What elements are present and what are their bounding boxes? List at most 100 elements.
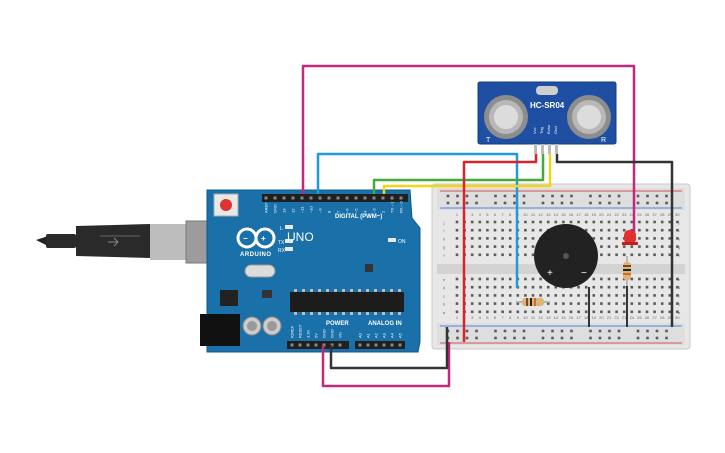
bb-hole[interactable] <box>615 245 618 248</box>
bb-hole[interactable] <box>668 220 672 224</box>
bb-hole[interactable] <box>668 294 672 297</box>
bb-rail-hole[interactable] <box>617 201 621 205</box>
bb-hole[interactable] <box>478 237 482 240</box>
bb-hole[interactable] <box>539 285 542 289</box>
bb-rail-hole[interactable] <box>570 201 573 205</box>
bb-hole[interactable] <box>478 285 482 289</box>
digital-pin[interactable] <box>300 196 304 200</box>
digital-pin[interactable] <box>309 196 313 200</box>
bb-hole[interactable] <box>653 302 656 305</box>
bb-hole[interactable] <box>600 237 603 240</box>
bb-hole[interactable] <box>645 277 649 281</box>
bb-hole[interactable] <box>478 228 482 232</box>
bb-rail-hole[interactable] <box>560 201 564 205</box>
bb-rail-hole[interactable] <box>541 201 545 205</box>
bb-hole[interactable] <box>676 237 679 240</box>
wire-yellow-buzzer[interactable] <box>382 154 552 194</box>
bb-hole[interactable] <box>676 253 679 257</box>
bb-hole[interactable] <box>660 245 664 248</box>
bb-hole[interactable] <box>554 285 558 289</box>
bb-hole[interactable] <box>584 228 588 232</box>
bb-hole[interactable] <box>630 220 634 224</box>
bb-hole[interactable] <box>676 277 679 281</box>
bb-hole[interactable] <box>531 310 535 314</box>
bb-rail-hole[interactable] <box>665 336 668 340</box>
bb-rail-hole[interactable] <box>465 194 469 198</box>
bb-rail-hole[interactable] <box>655 201 659 205</box>
bb-hole[interactable] <box>615 237 618 240</box>
bb-hole[interactable] <box>630 253 634 257</box>
bb-hole[interactable] <box>630 294 634 297</box>
bb-hole[interactable] <box>524 294 527 297</box>
bb-hole[interactable] <box>546 310 550 314</box>
bb-hole[interactable] <box>600 228 603 232</box>
bb-rail-hole[interactable] <box>589 336 592 340</box>
bb-hole[interactable] <box>592 228 596 232</box>
bb-hole[interactable] <box>531 245 535 248</box>
bb-hole[interactable] <box>562 220 565 224</box>
bb-rail-hole[interactable] <box>475 336 478 340</box>
bb-hole[interactable] <box>653 253 656 257</box>
bb-rail-hole[interactable] <box>494 201 497 205</box>
bb-hole[interactable] <box>577 294 580 297</box>
bb-rail-hole[interactable] <box>494 194 497 198</box>
bb-hole[interactable] <box>524 310 527 314</box>
bb-hole[interactable] <box>630 285 634 289</box>
bb-rail-hole[interactable] <box>513 336 516 340</box>
bb-hole[interactable] <box>630 245 634 248</box>
bb-hole[interactable] <box>486 237 489 240</box>
bb-hole[interactable] <box>486 302 489 305</box>
bb-hole[interactable] <box>493 285 497 289</box>
bb-hole[interactable] <box>607 310 611 314</box>
digital-pin[interactable] <box>381 196 385 200</box>
bb-hole[interactable] <box>638 228 641 232</box>
digital-pin[interactable] <box>318 196 322 200</box>
bb-hole[interactable] <box>455 220 459 224</box>
bb-hole[interactable] <box>455 310 459 314</box>
bb-rail-hole[interactable] <box>636 336 640 340</box>
bb-hole[interactable] <box>676 310 679 314</box>
bb-hole[interactable] <box>607 220 611 224</box>
digital-pin[interactable] <box>363 196 367 200</box>
bb-hole[interactable] <box>577 285 580 289</box>
bb-hole[interactable] <box>653 294 656 297</box>
bb-hole[interactable] <box>622 285 626 289</box>
bb-hole[interactable] <box>486 253 489 257</box>
bb-hole[interactable] <box>493 245 497 248</box>
bb-hole[interactable] <box>622 245 626 248</box>
bb-hole[interactable] <box>501 310 504 314</box>
bb-rail-hole[interactable] <box>598 336 602 340</box>
power-pin[interactable] <box>338 343 342 347</box>
bb-hole[interactable] <box>493 294 497 297</box>
bb-hole[interactable] <box>524 253 527 257</box>
bb-hole[interactable] <box>508 310 512 314</box>
bb-hole[interactable] <box>668 310 672 314</box>
bb-hole[interactable] <box>660 285 664 289</box>
analog-pin[interactable] <box>382 343 386 347</box>
bb-hole[interactable] <box>668 237 672 240</box>
bb-hole[interactable] <box>668 228 672 232</box>
bb-hole[interactable] <box>569 220 573 224</box>
bb-hole[interactable] <box>501 245 504 248</box>
bb-hole[interactable] <box>539 228 542 232</box>
bb-rail-hole[interactable] <box>446 194 450 198</box>
bb-hole[interactable] <box>493 253 497 257</box>
bb-hole[interactable] <box>470 237 474 240</box>
bb-hole[interactable] <box>645 285 649 289</box>
bb-rail-hole[interactable] <box>465 336 469 340</box>
bb-hole[interactable] <box>630 310 634 314</box>
bb-hole[interactable] <box>584 294 588 297</box>
bb-hole[interactable] <box>676 245 679 248</box>
bb-hole[interactable] <box>676 302 679 305</box>
bb-rail-hole[interactable] <box>636 329 640 333</box>
bb-hole[interactable] <box>592 220 596 224</box>
bb-hole[interactable] <box>600 302 603 305</box>
bb-rail-hole[interactable] <box>513 194 516 198</box>
bb-hole[interactable] <box>546 302 550 305</box>
bb-hole[interactable] <box>508 237 512 240</box>
bb-hole[interactable] <box>638 220 641 224</box>
bb-hole[interactable] <box>622 310 626 314</box>
bb-hole[interactable] <box>645 228 649 232</box>
bb-hole[interactable] <box>615 310 618 314</box>
bb-rail-hole[interactable] <box>503 336 507 340</box>
